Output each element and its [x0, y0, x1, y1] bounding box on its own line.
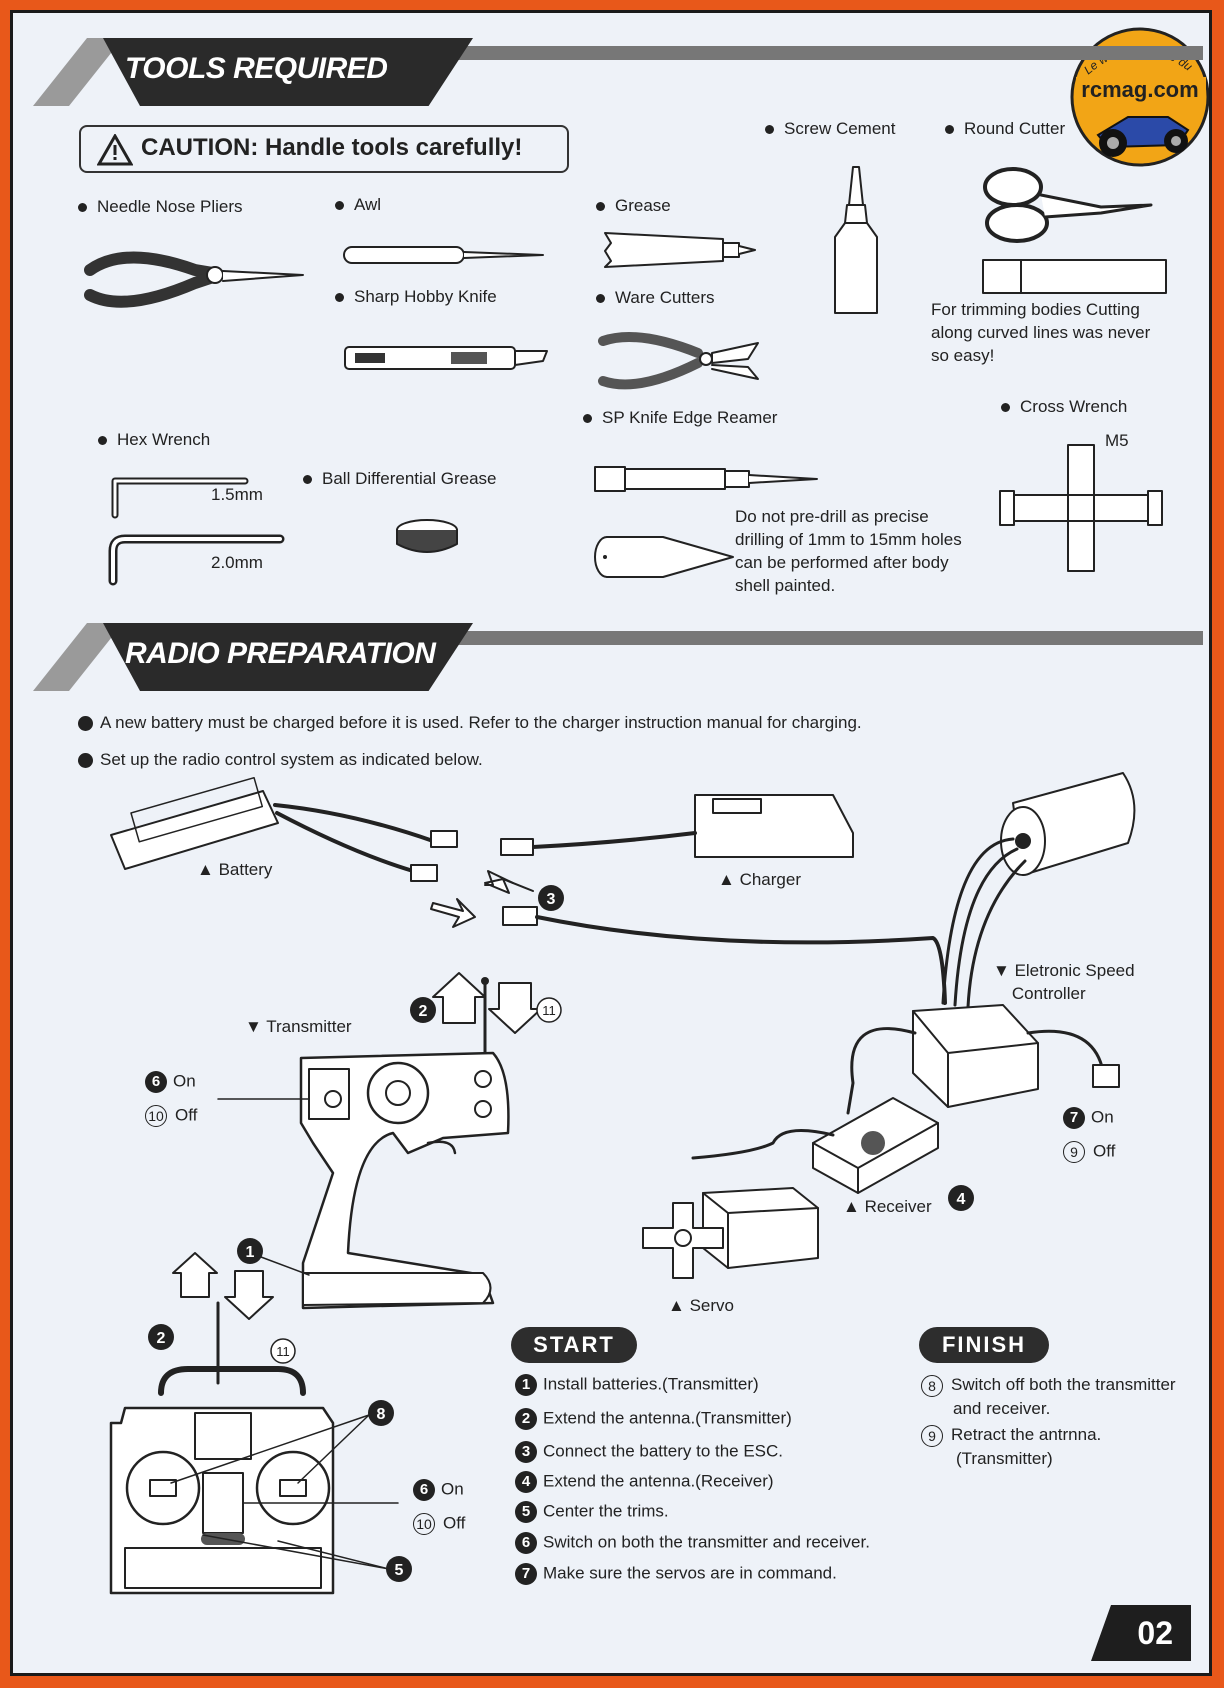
- warning-icon: [97, 134, 133, 166]
- wire-cutters-icon: [598, 332, 759, 390]
- grease-jar-icon: [396, 519, 458, 553]
- label-hex-20: 2.0mm: [211, 553, 263, 572]
- label-hex-15: 1.5mm: [211, 485, 263, 504]
- label-hex-wrench: Hex Wrench: [98, 430, 210, 450]
- cross-wrench-icon: [999, 444, 1163, 572]
- caution-box: CAUTION: Handle tools carefully!: [79, 125, 569, 173]
- label-transmitter: ▼ Transmitter: [245, 1017, 352, 1036]
- battery-icon: [110, 776, 458, 882]
- label-esc: ▼ Eletronic Speed Controller: [993, 961, 1135, 1003]
- radio-setup-diagram: 3 4: [109, 772, 1136, 1595]
- svg-text:3: 3: [547, 891, 556, 908]
- tools-header: TOOLS REQUIRED: [33, 38, 1209, 108]
- label-receiver: ▲ Receiver: [843, 1197, 932, 1216]
- label-needle-nose: Needle Nose Pliers: [78, 197, 243, 217]
- round-cutter-scissors-icon: [982, 167, 1167, 294]
- svg-text:5: 5: [395, 1562, 404, 1579]
- label-ball-grease: Ball Differential Grease: [303, 469, 497, 489]
- radio-bullet-2: Set up the radio control system as indic…: [78, 750, 483, 770]
- grease-tube-icon: [604, 232, 756, 268]
- label-charger: ▲ Charger: [718, 870, 801, 889]
- label-round-cutter: Round Cutter: [945, 119, 1065, 139]
- label-ware-cutters: Ware Cutters: [596, 288, 715, 308]
- svg-text:11: 11: [542, 1003, 556, 1018]
- label-sharp-knife: Sharp Hobby Knife: [335, 287, 497, 307]
- motor-icon: [941, 772, 1136, 1009]
- receiver-icon: [691, 1097, 939, 1194]
- svg-text:8: 8: [377, 1406, 386, 1423]
- esc-icon: [846, 1004, 1120, 1115]
- label-cross-wrench: Cross Wrench: [1001, 397, 1127, 417]
- svg-text:11: 11: [276, 1344, 290, 1359]
- tools-header-title: TOOLS REQUIRED: [125, 52, 388, 85]
- rcmag-logo: Le web magazine du modelisme rcmag.com: [1063, 14, 1209, 170]
- start-badge: START: [511, 1327, 637, 1363]
- svg-text:2: 2: [157, 1330, 166, 1347]
- servo-icon: [642, 1187, 819, 1279]
- radio-header-title: RADIO PREPARATION: [125, 637, 436, 670]
- label-screw-cement: Screw Cement: [765, 119, 895, 139]
- svg-text:4: 4: [957, 1191, 966, 1208]
- radio-bullet-1: A new battery must be charged before it …: [78, 713, 862, 733]
- finish-badge: FINISH: [919, 1327, 1049, 1363]
- label-grease: Grease: [596, 196, 671, 216]
- caution-text: CAUTION: Handle tools carefully!: [141, 134, 523, 161]
- needle-nose-pliers-icon: [84, 251, 304, 308]
- reamer-tip-icon: [594, 536, 734, 578]
- reamer-icon: [594, 466, 818, 492]
- reamer-note: Do not pre-drill as precise drilling of …: [735, 507, 962, 595]
- svg-text:1: 1: [246, 1244, 255, 1261]
- trim-note: For trimming bodies Cutting along curved…: [931, 300, 1151, 365]
- hobby-knife-icon: [344, 346, 548, 370]
- awl-icon: [343, 246, 544, 264]
- label-battery: ▲ Battery: [197, 860, 273, 879]
- pistol-transmitter-icon: [217, 1051, 510, 1310]
- label-awl: Awl: [335, 195, 381, 215]
- svg-text:2: 2: [419, 1003, 428, 1020]
- stick-transmitter-icon: 2 11: [109, 1252, 399, 1595]
- hex-wrench-icon: [108, 477, 285, 586]
- logo-text: rcmag.com: [1081, 77, 1198, 102]
- manual-page: Le web magazine du modelisme rcmag.com T…: [10, 10, 1212, 1676]
- screw-cement-bottle-icon: [834, 166, 878, 314]
- label-reamer: SP Knife Edge Reamer: [583, 408, 777, 428]
- label-servo: ▲ Servo: [668, 1296, 734, 1315]
- radio-header: RADIO PREPARATION: [33, 623, 1209, 693]
- label-m5: M5: [1105, 431, 1129, 450]
- charger-icon: [500, 794, 854, 858]
